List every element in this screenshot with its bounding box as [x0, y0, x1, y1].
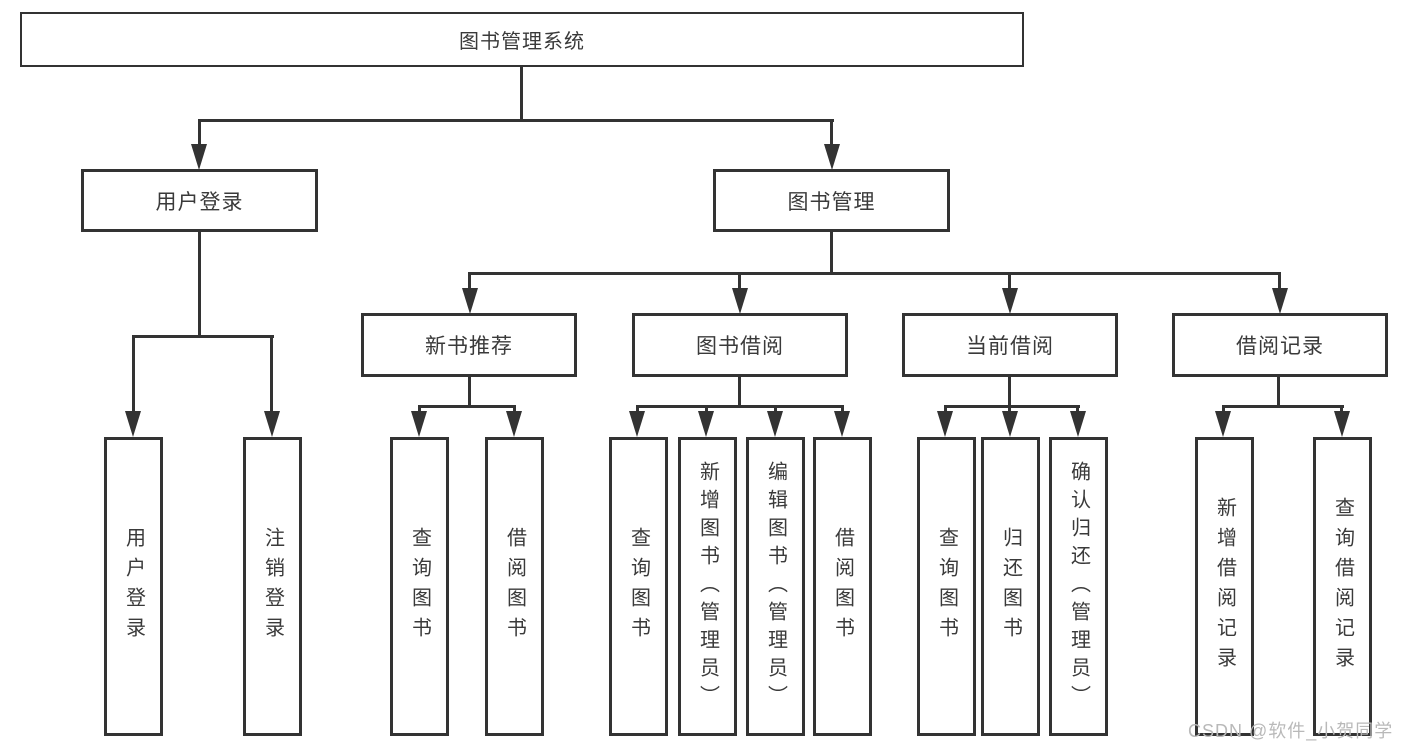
arrowhead-cb-leaf2	[1002, 411, 1018, 437]
node-borrowing-records-label: 借阅记录	[1236, 335, 1324, 358]
connector-br-leaf2-stub	[1340, 405, 1343, 414]
arrowhead-bb-leaf2	[698, 411, 714, 437]
connector-leaf-logout-stub	[270, 335, 273, 413]
node-borrowing-records: 借阅记录	[1172, 313, 1388, 377]
connector-newbooks-stub	[468, 272, 471, 290]
arrowhead-br-leaf2	[1334, 411, 1350, 437]
connector-bb-leaf3-stub	[774, 405, 777, 414]
connector-currentborrow-stub	[1008, 272, 1011, 290]
leaf-query-books-current-label: 查询图书	[935, 526, 958, 647]
connector-nb-leaf2-stub	[513, 405, 516, 414]
arrowhead-cb-leaf3	[1070, 411, 1086, 437]
node-book-borrowing-label: 图书借阅	[696, 335, 784, 358]
leaf-query-books-borrow-label: 查询图书	[627, 526, 650, 647]
node-library-system-label: 图书管理系统	[459, 31, 585, 53]
connector-borrowrecords-stub	[1278, 272, 1281, 290]
connector-bb-leaf1-stub	[636, 405, 639, 414]
leaf-borrow-books: 借阅图书	[813, 437, 872, 736]
leaf-add-borrow-record: 新增借阅记录	[1195, 437, 1254, 736]
connector-currentborrow-hline	[944, 405, 1080, 408]
leaf-edit-books-admin: 编辑图书（管理员）	[746, 437, 805, 736]
arrowhead-bb-leaf3	[767, 411, 783, 437]
node-current-borrowing: 当前借阅	[902, 313, 1118, 377]
arrowhead-to-user-login	[191, 144, 207, 170]
leaf-add-books-admin: 新增图书（管理员）	[678, 437, 737, 736]
arrowhead-to-book-management	[824, 144, 840, 170]
arrowhead-to-new-books	[462, 288, 478, 314]
leaf-query-borrow-record: 查询借阅记录	[1313, 437, 1372, 736]
node-user-login: 用户登录	[81, 169, 318, 232]
connector-bookborrow-vline	[738, 377, 741, 407]
connector-cb-leaf1-stub	[944, 405, 947, 414]
connector-cb-leaf3-stub	[1076, 405, 1079, 414]
leaf-borrow-books-label: 借阅图书	[831, 526, 854, 647]
leaf-user-login: 用户登录	[104, 437, 163, 736]
leaf-add-borrow-record-label: 新增借阅记录	[1213, 496, 1236, 677]
arrowhead-bb-leaf4	[834, 411, 850, 437]
leaf-query-books-current: 查询图书	[917, 437, 976, 736]
leaf-user-login-label: 用户登录	[122, 526, 145, 647]
leaf-return-books: 归还图书	[981, 437, 1040, 736]
node-new-book-recommend-label: 新书推荐	[425, 335, 513, 358]
connector-newbooks-vline	[468, 377, 471, 407]
connector-userlogin-vline	[198, 232, 201, 336]
node-book-management-label: 图书管理	[787, 190, 876, 214]
connector-bookmgmt-hline	[468, 272, 1281, 275]
node-user-login-label: 用户登录	[155, 190, 244, 214]
arrowhead-br-leaf1	[1215, 411, 1231, 437]
leaf-confirm-return-admin-label: 确认归还（管理员）	[1067, 460, 1090, 713]
node-book-management: 图书管理	[713, 169, 950, 232]
arrowhead-to-book-borrow	[732, 288, 748, 314]
leaf-logout: 注销登录	[243, 437, 302, 736]
leaf-edit-books-admin-label: 编辑图书（管理员）	[764, 460, 787, 713]
connector-bookborrow-hline	[636, 405, 844, 408]
leaf-add-books-admin-label: 新增图书（管理员）	[696, 460, 719, 713]
arrowhead-nb-leaf2	[506, 411, 522, 437]
connector-cb-leaf2-stub	[1008, 405, 1011, 414]
connector-currentborrow-vline	[1008, 377, 1011, 407]
connector-userlogin-hline	[132, 335, 274, 338]
connector-borrowrecords-hline	[1222, 405, 1344, 408]
node-book-borrowing: 图书借阅	[632, 313, 848, 377]
connector-newbooks-hline	[418, 405, 516, 408]
leaf-borrow-books-recommend-label: 借阅图书	[503, 526, 526, 647]
connector-bookmgmt-vline	[830, 232, 833, 274]
connector-root-vline	[520, 67, 523, 121]
connector-br-leaf1-stub	[1222, 405, 1225, 414]
leaf-return-books-label: 归还图书	[999, 526, 1022, 647]
arrowhead-bb-leaf1	[629, 411, 645, 437]
csdn-watermark: CSDN @软件_小贺同学	[1188, 721, 1394, 741]
connector-bb-leaf4-stub	[841, 405, 844, 414]
connector-nb-leaf1-stub	[418, 405, 421, 414]
leaf-query-books-recommend-label: 查询图书	[408, 526, 431, 647]
leaf-query-borrow-record-label: 查询借阅记录	[1331, 496, 1354, 677]
connector-borrowrecords-vline	[1277, 377, 1280, 407]
arrowhead-cb-leaf1	[937, 411, 953, 437]
arrowhead-to-leaf-logout	[264, 411, 280, 437]
leaf-query-books-borrow: 查询图书	[609, 437, 668, 736]
connector-leaf-login-stub	[132, 335, 135, 413]
connector-bookmgmt-stub	[830, 119, 833, 147]
leaf-borrow-books-recommend: 借阅图书	[485, 437, 544, 736]
arrowhead-to-borrow-records	[1272, 288, 1288, 314]
node-current-borrowing-label: 当前借阅	[966, 335, 1054, 358]
connector-root-hline	[198, 119, 834, 122]
connector-userlogin-stub	[198, 119, 201, 147]
node-new-book-recommend: 新书推荐	[361, 313, 577, 377]
arrowhead-nb-leaf1	[411, 411, 427, 437]
leaf-query-books-recommend: 查询图书	[390, 437, 449, 736]
arrowhead-to-leaf-login	[125, 411, 141, 437]
node-library-system: 图书管理系统	[20, 12, 1024, 67]
leaf-logout-label: 注销登录	[261, 526, 284, 647]
connector-bb-leaf2-stub	[705, 405, 708, 414]
leaf-confirm-return-admin: 确认归还（管理员）	[1049, 437, 1108, 736]
arrowhead-to-current-borrow	[1002, 288, 1018, 314]
connector-bookborrow-stub	[738, 272, 741, 290]
